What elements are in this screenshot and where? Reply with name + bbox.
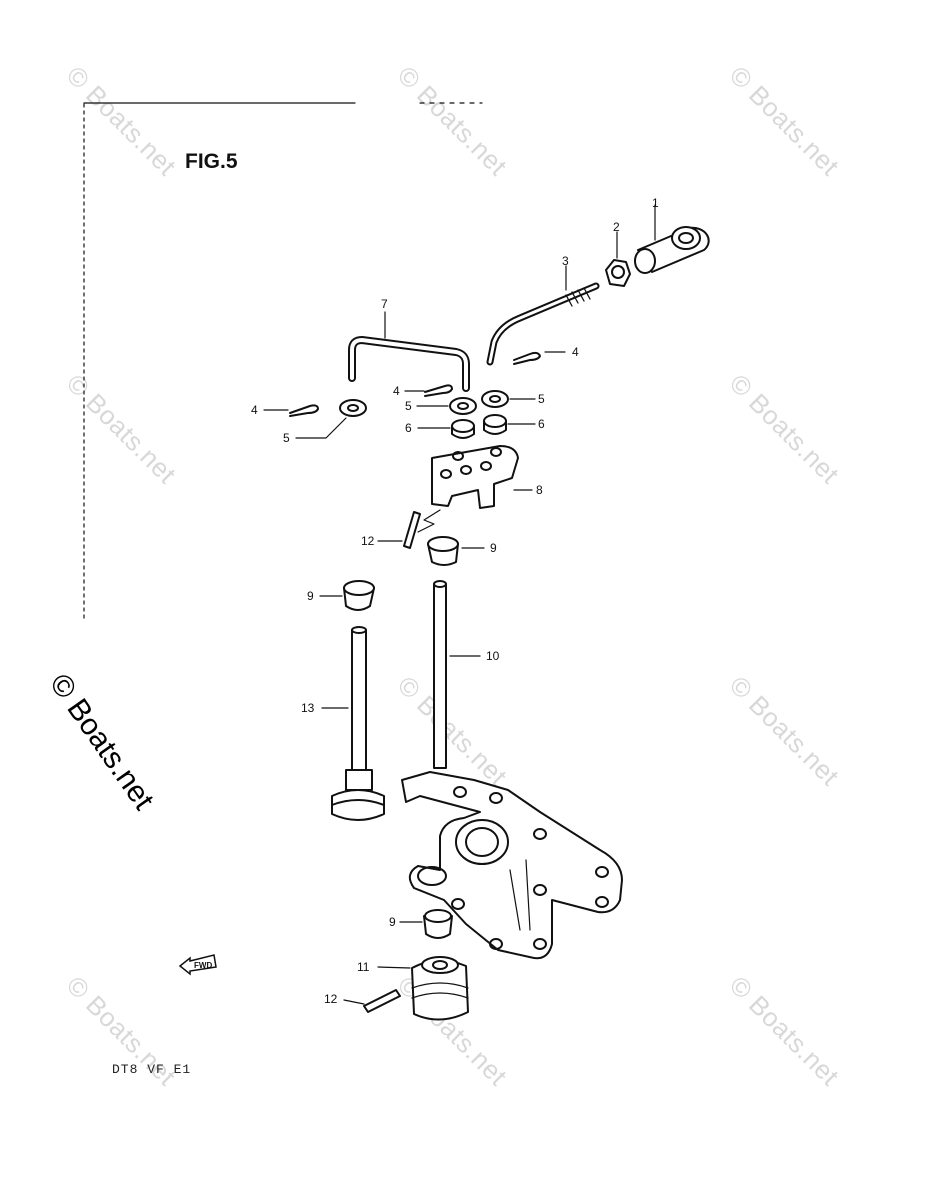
callout-10: 10: [486, 649, 500, 663]
bushing-part-9-left: [319, 580, 375, 611]
bushing-part-9-upper: [427, 536, 485, 566]
callout-4: 4: [251, 403, 258, 417]
callout-6: 6: [405, 421, 412, 435]
figure-title: FIG.5: [185, 150, 238, 173]
callout-6: 6: [538, 417, 545, 431]
callout-11: 11: [357, 960, 370, 974]
callout-7: 7: [381, 297, 388, 311]
washer-part-5-middle: [416, 397, 477, 415]
washer-part-5-right: [481, 390, 536, 408]
washer-part-5-left: [295, 399, 367, 439]
callout-5: 5: [538, 392, 545, 406]
pin-part-12-upper: [377, 511, 421, 549]
nut-part-2: [605, 231, 631, 287]
model-code: DT8 VF E1: [112, 1062, 192, 1077]
roller-part-11: [377, 956, 469, 1021]
lever-plate-part-8: [417, 445, 533, 533]
callout-3: 3: [562, 254, 569, 268]
callout-2: 2: [613, 220, 620, 234]
shaft-part-13: [321, 626, 385, 821]
bushing-part-9-lower: [399, 909, 453, 939]
clip-part-4-left: [263, 404, 319, 417]
bushing-part-6-right: [483, 414, 536, 435]
callout-5: 5: [283, 431, 290, 445]
bushing-part-6-left: [417, 419, 475, 439]
callout-9: 9: [307, 589, 314, 603]
callout-4: 4: [393, 384, 400, 398]
forward-arrow-icon: FWD: [178, 954, 217, 976]
callout-5: 5: [405, 399, 412, 413]
callout-9: 9: [389, 915, 396, 929]
callout-1: 1: [652, 196, 659, 210]
threaded-rod-part-3: [486, 265, 600, 366]
forward-arrow-label: FWD: [194, 961, 212, 970]
u-link-part-7: [348, 311, 470, 392]
pin-part-12-lower: [343, 989, 401, 1013]
callout-8: 8: [536, 483, 543, 497]
cable-end-part-1: [634, 204, 710, 274]
callout-12: 12: [361, 534, 375, 548]
callout-12: 12: [324, 992, 338, 1006]
shift-shaft-part-10: [433, 580, 481, 769]
shift-bracket-assembly: [401, 771, 623, 960]
callout-9: 9: [490, 541, 497, 555]
clip-part-4-upper-right: [513, 351, 566, 365]
clip-part-4-middle: [404, 384, 453, 397]
callout-13: 13: [301, 701, 315, 715]
callout-4: 4: [572, 345, 579, 359]
